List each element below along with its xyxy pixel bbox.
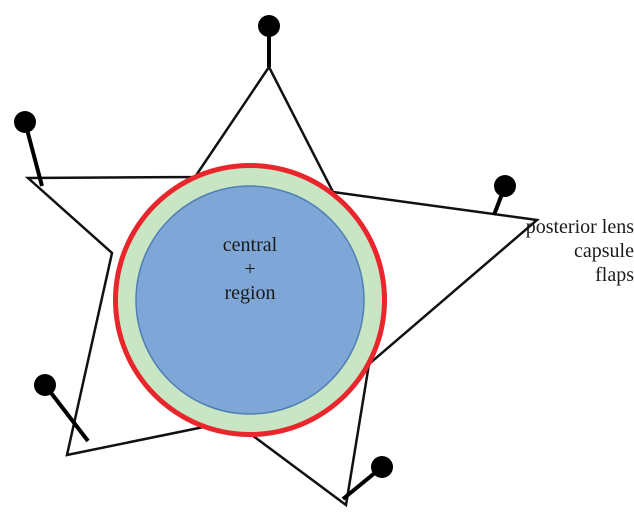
central-region-disc: [135, 185, 365, 415]
flap-label: posterior lens capsule flaps: [526, 215, 634, 287]
central-label-line3: region: [224, 282, 276, 304]
flap-label-line2: capsule: [574, 240, 634, 262]
suture-pin-icon: [34, 374, 90, 443]
central-label-line2: +: [244, 258, 256, 280]
flap-label-line3: flaps: [595, 264, 634, 286]
suture-pins: [14, 15, 516, 501]
central-region-label: central + region: [170, 233, 330, 305]
flap-label-line1: posterior lens: [525, 216, 634, 238]
central-label-line1: central: [222, 234, 278, 256]
suture-pin-icon: [492, 175, 516, 216]
suture-pin-icon: [341, 456, 393, 501]
suture-pin-icon: [14, 111, 44, 187]
suture-pin-icon: [258, 15, 280, 67]
